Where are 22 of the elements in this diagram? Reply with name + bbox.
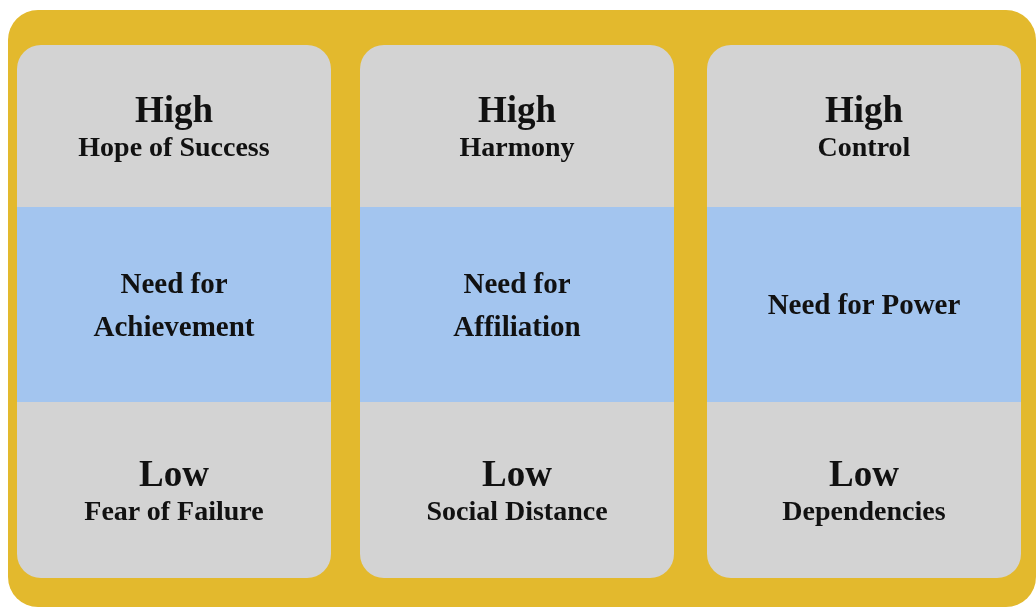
level-heading: Low bbox=[139, 452, 209, 496]
need-label: Need for Power bbox=[766, 287, 962, 323]
level-heading: High bbox=[477, 88, 557, 132]
need-band bbox=[360, 207, 674, 402]
need-band bbox=[707, 207, 1021, 402]
need-band bbox=[17, 207, 331, 402]
need-label: Need for Affiliation bbox=[452, 266, 582, 344]
level-heading: Low bbox=[482, 452, 552, 496]
column-card bbox=[707, 45, 1021, 578]
level-description: Control bbox=[817, 131, 911, 164]
outer-panel bbox=[8, 10, 1036, 607]
level-heading: High bbox=[824, 88, 904, 132]
level-description: Dependencies bbox=[782, 495, 946, 528]
level-heading: High bbox=[134, 88, 214, 132]
level-description: Social Distance bbox=[426, 495, 608, 528]
level-description: Hope of Success bbox=[78, 131, 270, 164]
need-label: Need for Achievement bbox=[92, 266, 256, 344]
level-heading: Low bbox=[829, 452, 899, 496]
level-description: Harmony bbox=[459, 131, 575, 164]
column-card bbox=[17, 45, 331, 578]
level-description: Fear of Failure bbox=[84, 495, 264, 528]
column-card bbox=[360, 45, 674, 578]
